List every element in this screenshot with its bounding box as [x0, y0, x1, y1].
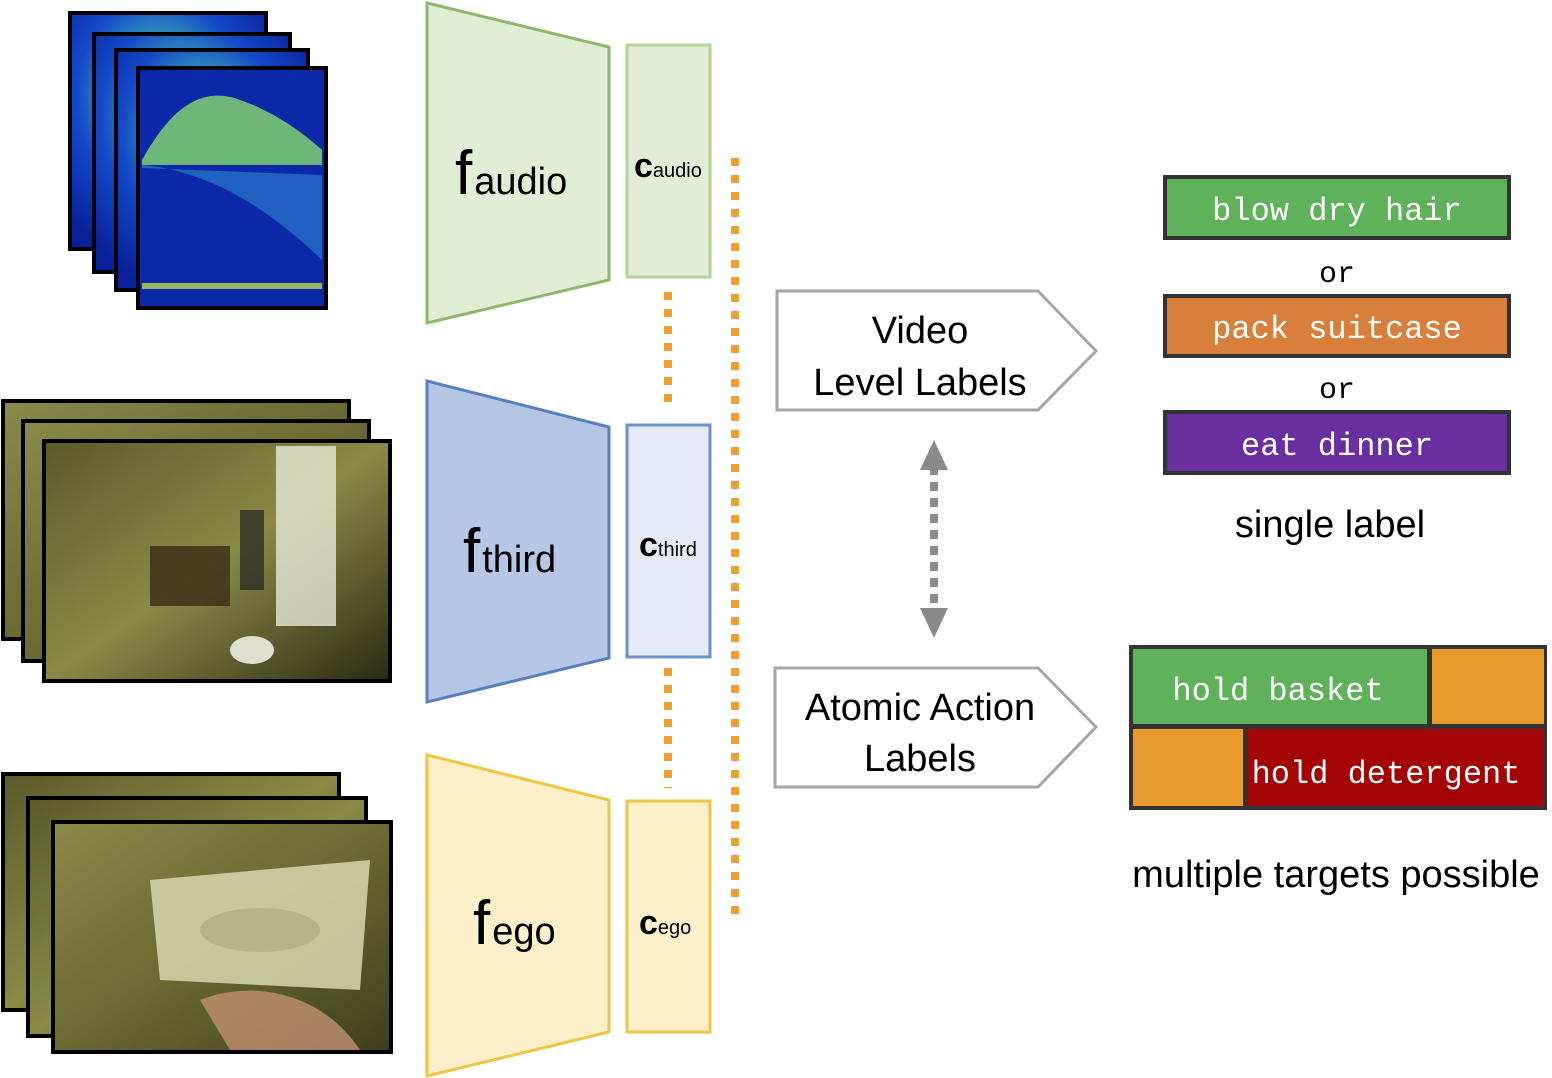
audio-encoder-trapezoid	[425, 1, 611, 325]
f-audio-label: faudio	[455, 139, 567, 208]
third-person-video-stack	[1, 399, 392, 683]
atomic-action-line1: Atomic Action	[805, 687, 1035, 729]
scene-basin	[200, 908, 320, 952]
video-level-pentagon	[775, 289, 1099, 412]
atomic-box-hold-basket	[1133, 649, 1427, 724]
ego-encoder-trapezoid	[425, 753, 611, 1078]
arrow-up-head	[920, 440, 948, 470]
label-text-pack-suitcase: pack suitcase	[1212, 311, 1462, 348]
c-third-box	[625, 423, 712, 659]
single-labels-group: blow dry hair or pack suitcase or eat di…	[1163, 175, 1511, 546]
c-ego-label: cego	[639, 904, 691, 942]
label-text-blow-dry-hair: blow dry hair	[1212, 193, 1462, 230]
audio-encoder: faudio caudio	[425, 1, 712, 325]
c-ego-box	[625, 799, 712, 1034]
multiple-targets-caption: multiple targets possible	[1132, 854, 1540, 896]
f-ego-label: fego	[473, 889, 556, 958]
or-text-1: or	[1319, 258, 1355, 292]
spectrogram-band	[142, 95, 322, 165]
third-encoder: fthird cthird	[425, 379, 712, 704]
scene-hand	[200, 990, 360, 1050]
ego-encoder: fego cego	[425, 753, 712, 1078]
atomic-box-orange-bottom	[1133, 729, 1243, 806]
label-box-eat-dinner	[1163, 410, 1511, 475]
ego-video-stack	[1, 772, 393, 1054]
atomic-action-pentagon	[773, 666, 1099, 789]
video-level-line2: Level Labels	[813, 362, 1026, 404]
third-encoder-trapezoid	[425, 379, 611, 704]
single-label-caption: single label	[1235, 504, 1425, 546]
scene-door	[276, 446, 336, 626]
f-third-label: fthird	[463, 517, 556, 586]
label-box-blow-dry-hair	[1163, 175, 1511, 240]
atomic-text-hold-detergent: hold detergent	[1252, 756, 1521, 793]
atomic-labels-grid: hold basket hold detergent multiple targ…	[1129, 645, 1547, 896]
scene-cabinet	[150, 546, 230, 606]
bidirectional-arrow	[920, 440, 948, 638]
label-box-pack-suitcase	[1163, 294, 1511, 358]
spectrogram-band	[142, 165, 322, 260]
atomic-action-labels-block: Atomic Action Labels	[773, 666, 1099, 789]
c-audio-label: caudio	[634, 147, 702, 185]
c-audio-box	[625, 43, 712, 279]
atomic-box-hold-detergent	[1248, 729, 1544, 806]
atomic-action-line2: Labels	[864, 738, 976, 780]
c-third-label: cthird	[639, 526, 697, 564]
dotted-connectors	[664, 158, 739, 918]
arrow-down-head	[920, 608, 948, 638]
video-level-labels-block: Video Level Labels	[775, 289, 1099, 412]
atomic-box-orange-top	[1432, 649, 1544, 724]
scene-toilet	[230, 636, 274, 664]
or-text-2: or	[1319, 374, 1355, 408]
scene-person	[240, 510, 264, 590]
spectrogram-band	[142, 283, 322, 289]
atomic-text-hold-basket: hold basket	[1172, 673, 1383, 710]
label-text-eat-dinner: eat dinner	[1241, 428, 1433, 465]
video-level-line1: Video	[872, 310, 969, 352]
audio-input-stack	[68, 11, 328, 310]
